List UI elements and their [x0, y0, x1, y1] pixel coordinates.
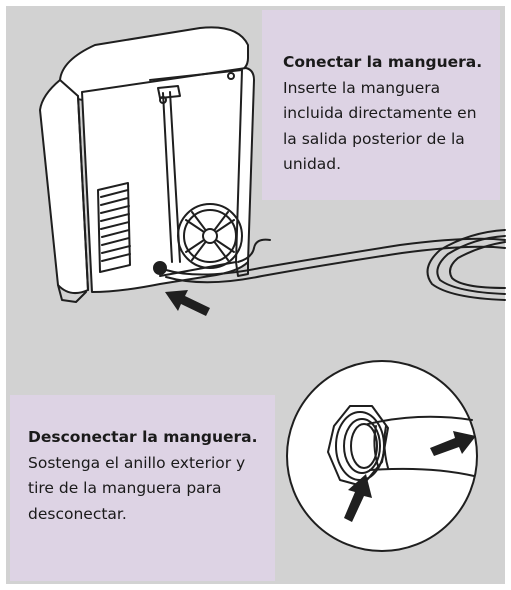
insert-arrow: [165, 290, 210, 316]
connect-hose-text: Inserte la manguera incluida directament…: [283, 78, 477, 174]
connect-hose-title: Conectar la manguera.: [283, 53, 483, 71]
zoom-detail-drawing: [286, 360, 478, 552]
connect-hose-callout: Conectar la manguera. Inserte la manguer…: [262, 10, 500, 200]
appliance-drawing: [39, 26, 271, 303]
disconnect-hose-text: Sostenga el anillo exterior y tire de la…: [28, 453, 246, 523]
disconnect-hose-callout: Desconectar la manguera. Sostenga el ani…: [10, 395, 275, 581]
disconnect-arrows: [344, 431, 476, 522]
hose-drawing: [165, 229, 506, 301]
disconnect-hose-title: Desconectar la manguera.: [28, 428, 258, 446]
